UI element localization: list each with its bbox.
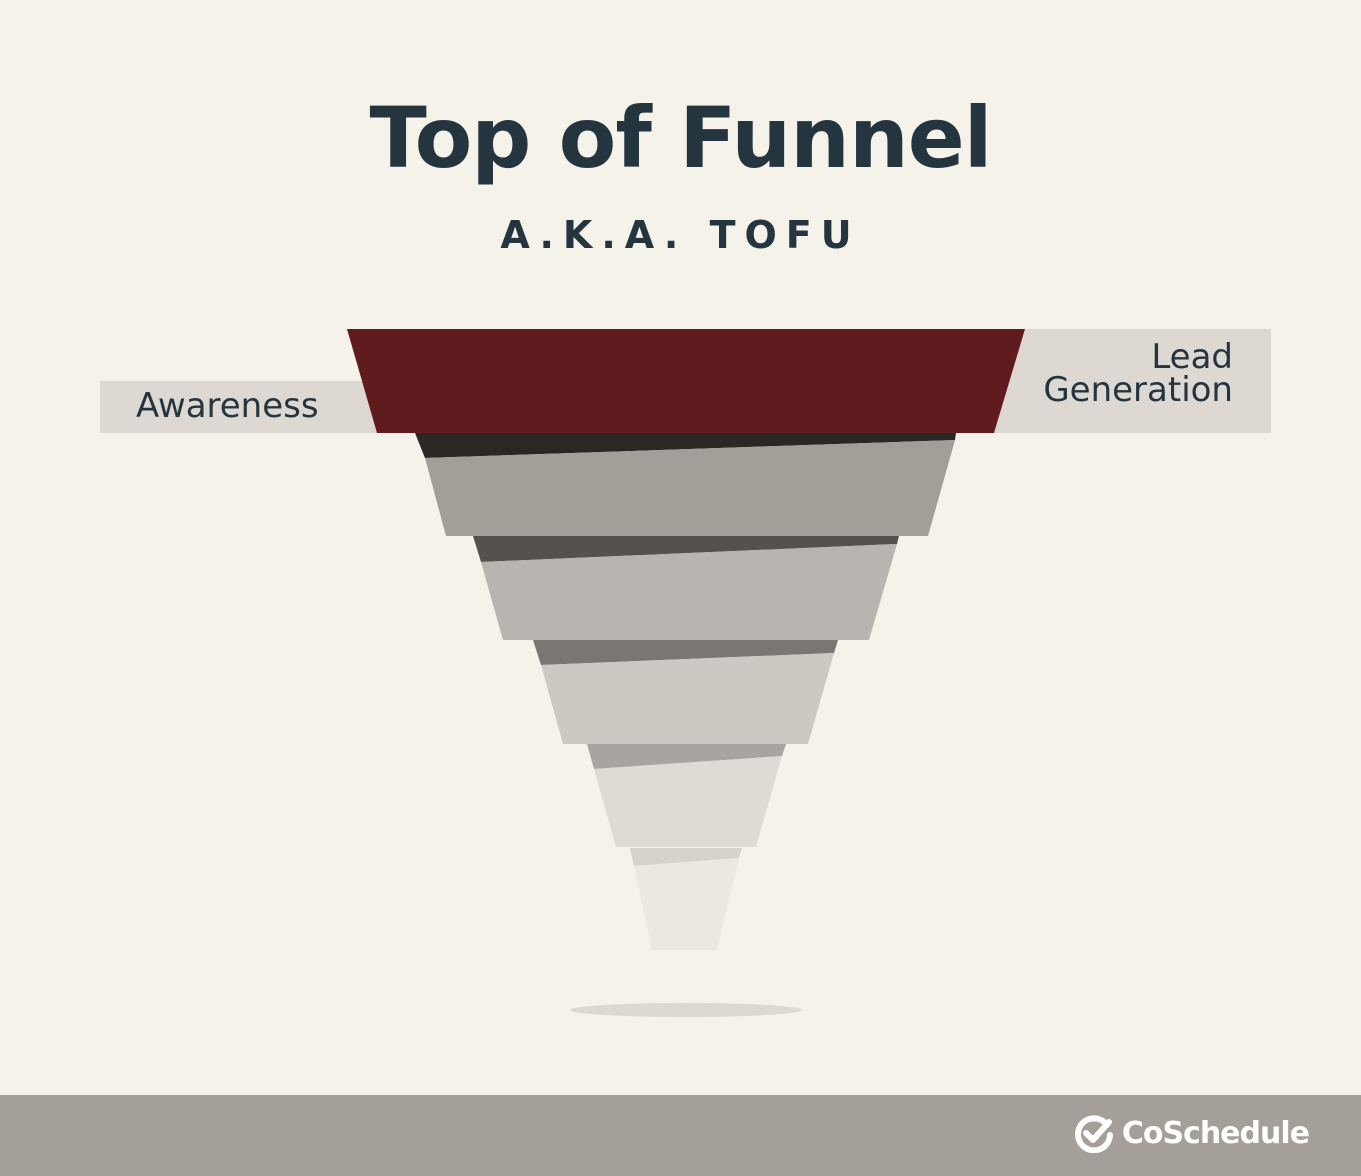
funnel-tier-4	[541, 653, 834, 744]
funnel-tier-5	[594, 756, 782, 847]
funnel-tier-1-highlight	[347, 329, 1025, 433]
lead-generation-label: Lead Generation	[1043, 337, 1233, 410]
left-label-band	[100, 381, 400, 433]
funnel-tier-4-shadow	[533, 640, 838, 665]
awareness-label: Awareness	[136, 386, 319, 426]
page-title: Top of Funnel	[369, 89, 992, 187]
page-subtitle: A.K.A. TOFU	[500, 213, 861, 257]
funnel-tier-5-shadow	[587, 744, 786, 769]
funnel-tier-2-shadow	[415, 433, 956, 458]
funnel-tier-3	[481, 544, 897, 640]
funnel-ground-shadow	[570, 1003, 802, 1017]
check-circle-icon	[1074, 1115, 1113, 1153]
brand-logo: CoSchedule	[1074, 1113, 1310, 1153]
funnel-tier-6	[634, 858, 739, 950]
funnel-diagram	[100, 329, 1271, 1017]
funnel-tier-6-shadow	[630, 848, 742, 866]
funnel-tier-3-shadow	[473, 536, 899, 562]
footer-bar: CoSchedule	[0, 1095, 1361, 1176]
funnel-tier-2	[425, 440, 955, 536]
brand-name: CoSchedule	[1121, 1115, 1310, 1151]
